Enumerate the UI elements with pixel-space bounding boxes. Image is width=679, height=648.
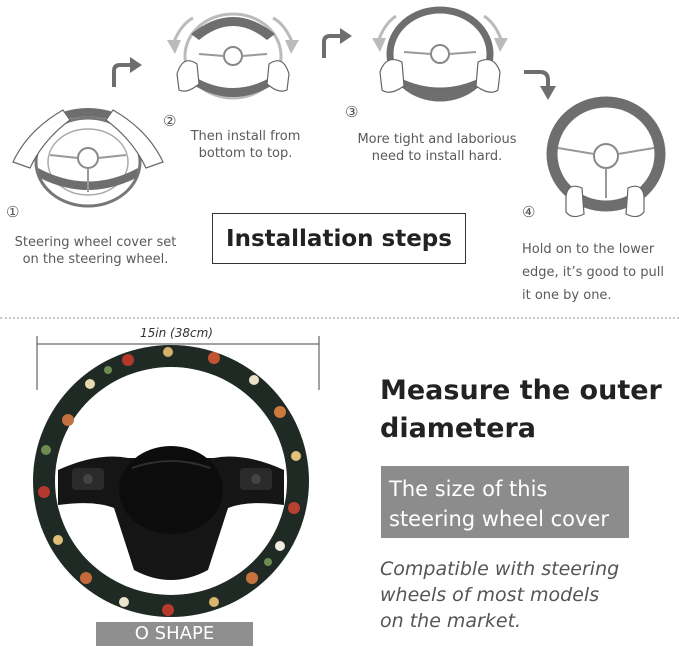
step1-text: Steering wheel cover set on the steering… bbox=[14, 235, 177, 267]
steering-wheel-cover-photo bbox=[33, 345, 309, 617]
step2-illustration bbox=[167, 12, 299, 100]
step4-illustration bbox=[546, 96, 666, 218]
dimension-line bbox=[36, 336, 320, 390]
step1-number: ① bbox=[6, 203, 20, 221]
step3-illustration bbox=[372, 6, 508, 102]
section-divider bbox=[0, 317, 679, 319]
size-info-box: The size of this steering wheel cover is… bbox=[381, 466, 629, 561]
arrow-right-up-icon bbox=[112, 57, 142, 87]
step4-text: Hold on to the lower edge, it’s good to … bbox=[522, 242, 664, 303]
shape-label: O SHAPE bbox=[96, 622, 253, 646]
step3-text: More tight and laborious need to install… bbox=[357, 132, 517, 164]
compatibility-text: Compatible with steering wheels of most … bbox=[380, 558, 620, 632]
step1-illustration bbox=[12, 108, 164, 208]
installation-steps-title: Installation steps bbox=[212, 213, 466, 264]
step4-number: ④ bbox=[522, 203, 536, 221]
step2-text: Then install from bottom to top. bbox=[190, 129, 301, 161]
arrow-right-up-icon bbox=[322, 28, 352, 58]
dimension-label: 15in (38cm) bbox=[140, 326, 213, 340]
step2-number: ② bbox=[163, 112, 177, 130]
step3-number: ③ bbox=[345, 103, 359, 121]
measure-title: Measure the outer diametera bbox=[380, 375, 662, 444]
arrow-right-down-icon bbox=[524, 70, 556, 100]
